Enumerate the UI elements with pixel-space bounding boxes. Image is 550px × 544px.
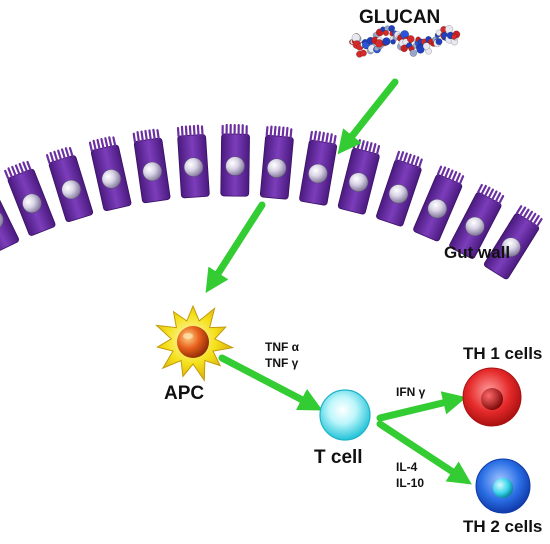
molecule-atom — [400, 44, 408, 53]
epithelial-cell — [131, 127, 172, 205]
th2-label: TH 2 cells — [463, 517, 543, 536]
epithelial-cell — [258, 124, 296, 201]
epithelial-cell — [219, 123, 251, 198]
molecule-atom — [407, 35, 415, 43]
t-cell-icon — [319, 389, 371, 441]
epithelial-cell — [374, 149, 426, 228]
il4-label: IL-4 — [396, 460, 418, 474]
molecule-atom — [451, 34, 457, 40]
t-cell-label: T cell — [314, 447, 363, 468]
glucan-molecule-icon — [349, 25, 461, 58]
tnf-alpha-label: TNF α — [265, 340, 300, 354]
molecule-atom — [445, 25, 454, 34]
arrow-gut-to-apc — [205, 201, 266, 294]
molecule-atom — [360, 49, 367, 57]
epithelial-cell — [175, 124, 211, 200]
epithelial-cell — [87, 134, 133, 213]
epithelial-cell — [336, 137, 384, 216]
apc-cell-icon — [155, 304, 235, 382]
molecule-atom — [409, 49, 417, 57]
arrow-tcell-to-th1 — [376, 391, 467, 422]
ifn-gamma-label: IFN γ — [396, 385, 426, 399]
epithelial-cell — [44, 145, 95, 224]
molecule-atom — [390, 39, 396, 45]
th2-cell-icon — [475, 458, 531, 514]
arrow-tcell-to-th2 — [376, 420, 472, 485]
molecule-atom — [383, 30, 389, 36]
arrow-apc-to-tcell — [218, 354, 323, 411]
arrow-glucan-to-gut — [337, 78, 399, 155]
apc-label: APC — [164, 383, 205, 404]
th1-label: TH 1 cells — [463, 344, 543, 363]
gut-wall-label: Gut wall — [444, 243, 511, 262]
molecule-atom — [435, 38, 443, 46]
molecule-atom — [416, 45, 425, 54]
molecule-atom — [382, 37, 391, 46]
il10-label: IL-10 — [396, 476, 425, 490]
molecule-atom — [362, 41, 370, 49]
th1-cell-icon — [462, 367, 522, 427]
glucan-label: GLUCAN — [359, 7, 441, 28]
tnf-gamma-label: TNF γ — [265, 356, 299, 370]
arrows — [205, 78, 472, 485]
molecule-atom — [422, 42, 431, 50]
epithelial-cell — [297, 129, 340, 207]
